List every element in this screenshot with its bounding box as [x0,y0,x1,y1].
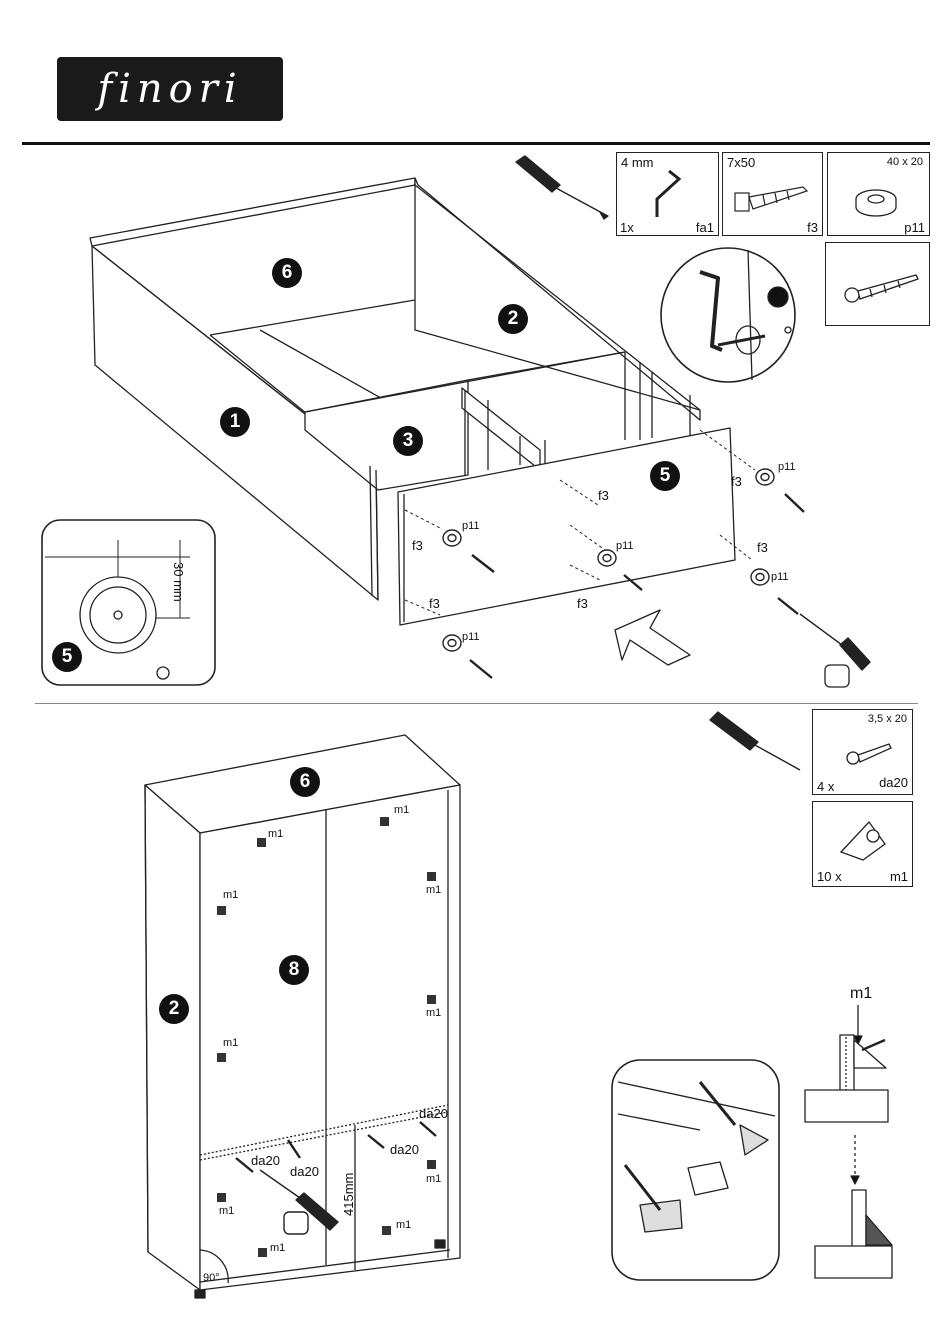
callout-f3: f3 [731,475,742,488]
callout-da20: da20 [290,1165,319,1178]
panel-number-3: 3 [393,426,423,456]
hardware-box-da20: 3,5 x 20 4 x da20 [812,709,913,795]
callout-da20: da20 [251,1154,280,1167]
callout-m1: m1 [223,1038,238,1049]
callout-p11: p11 [778,462,796,473]
callout-m1: m1 [426,885,441,896]
wood-screw-icon [826,243,926,323]
wrench-detail-circle [661,248,795,382]
callout-p11: p11 [616,541,634,552]
callout-f3: f3 [412,539,423,552]
hardware-box-m1: 10 x m1 [812,801,913,887]
callout-m1: m1 [223,890,238,901]
callout-m1: m1 [396,1220,411,1231]
confirmat-screw-icon [723,153,823,233]
panel-number-8: 8 [279,955,309,985]
top-panel-6 [90,178,415,246]
step-divider [35,703,918,704]
wood-screw-icon [813,710,913,790]
hardware-box-p11: 40 x 20 p11 [827,152,930,236]
angle-label: 90° [203,1273,220,1284]
panel-number-6: 6 [290,767,320,797]
step2-drawing [145,712,892,1298]
hardware-box-fa1: 4 mm 1x fa1 [616,152,719,236]
callout-m1: m1 [426,1008,441,1019]
screwdriver-top [516,156,608,219]
hardware-box-f3: 7x50 f3 [722,152,823,236]
callout-f3: f3 [598,489,609,502]
callout-da20: da20 [419,1107,448,1120]
panel-number-5: 5 [650,461,680,491]
panel-number-1: 1 [220,407,250,437]
callout-m1: m1 [268,829,283,840]
panel-number-2: 2 [159,994,189,1024]
detail-label-m1: m1 [850,985,872,1003]
callout-m1: m1 [270,1243,285,1254]
callout-f3: f3 [757,541,768,554]
screwdriver-bottom [800,614,870,670]
callout-m1: m1 [219,1206,234,1217]
allen-key-icon [617,153,717,233]
detail-dimension: 30 mm [172,562,185,602]
panel-number-2: 2 [498,304,528,334]
hardware-box-wood-screw [825,242,930,326]
callout-m1: m1 [394,805,409,816]
angle-bracket-icon [813,802,913,882]
callout-p11: p11 [462,521,480,532]
panel-number-6: 6 [272,258,302,288]
detail-panel-number: 5 [52,642,82,672]
push-arrow [615,610,690,665]
callout-p11: p11 [462,632,480,643]
callout-da20: da20 [390,1143,419,1156]
callout-f3: f3 [429,597,440,610]
height-dimension: 415mm [342,1173,355,1216]
callout-m1: m1 [426,1174,441,1185]
callout-f3: f3 [577,597,588,610]
callout-p11: p11 [771,572,789,583]
glide-foot-icon [828,153,928,233]
